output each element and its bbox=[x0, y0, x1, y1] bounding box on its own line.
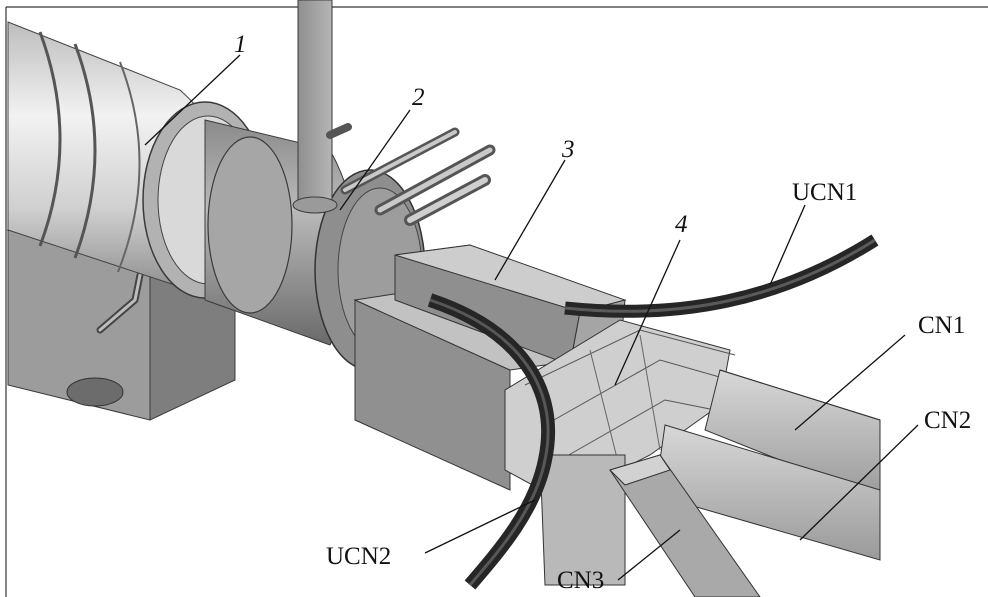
neck-flange bbox=[204, 0, 496, 371]
leader-cn2 bbox=[799, 424, 919, 541]
leader-cn3 bbox=[617, 529, 681, 581]
label-ucn2: UCN2 bbox=[326, 543, 391, 570]
label-cn1: CN1 bbox=[918, 312, 965, 339]
label-cn3: CN3 bbox=[557, 567, 604, 594]
leader-1 bbox=[144, 54, 241, 146]
leader-ucn2 bbox=[424, 499, 536, 554]
label-ucn1: UCN1 bbox=[792, 179, 857, 206]
leader-4 bbox=[614, 239, 681, 386]
guide-cn3 bbox=[609, 454, 761, 597]
label-4: 4 bbox=[675, 211, 688, 238]
leader-3 bbox=[494, 159, 566, 281]
label-3: 3 bbox=[561, 136, 575, 163]
label-cn2: CN2 bbox=[924, 407, 971, 434]
leader-2 bbox=[339, 109, 411, 211]
guide-splitter bbox=[504, 319, 736, 586]
label-1: 1 bbox=[234, 31, 247, 58]
label-2: 2 bbox=[412, 84, 425, 111]
leader-cn1 bbox=[794, 334, 906, 431]
leader-ucn1 bbox=[769, 204, 806, 286]
